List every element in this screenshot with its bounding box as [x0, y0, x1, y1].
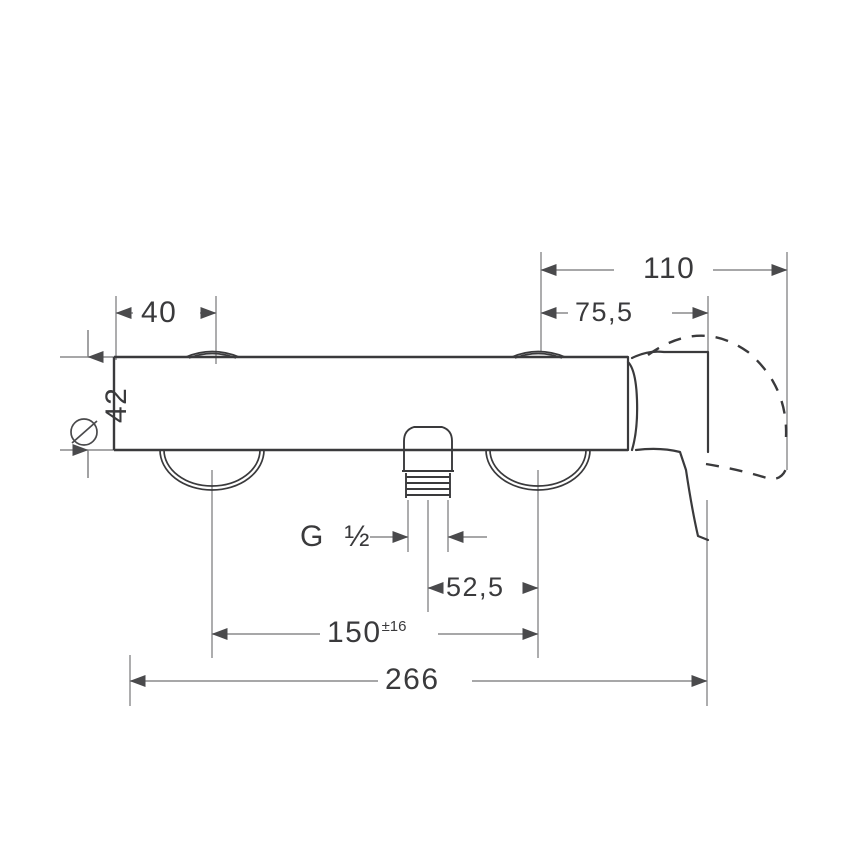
mixer-body-outline: [112, 355, 628, 452]
dim-label-110: 110: [643, 252, 696, 285]
escutcheon-caps: [159, 350, 591, 491]
dim-label-266: 266: [385, 663, 440, 696]
diameter-symbol-icon: [70, 418, 98, 446]
outlet-nipple: [402, 426, 454, 498]
dim-label-52-5: 52,5: [446, 572, 505, 602]
lever-handle-outline: [626, 350, 710, 542]
dimension-lines: [72, 264, 788, 687]
dim-label-150-value: 150: [327, 616, 382, 649]
extension-lines: [60, 252, 788, 706]
dim-label-150-tolerance: ±16: [381, 618, 407, 635]
dim-label-75-5: 75,5: [575, 297, 634, 327]
handle-swing-arc-dashed: [647, 334, 789, 481]
dim-label-g-half: G ½: [300, 520, 372, 553]
dim-label-diameter-42: 42: [100, 386, 133, 423]
dim-label-150: 150±16: [327, 616, 406, 650]
dim-label-40: 40: [141, 296, 178, 329]
